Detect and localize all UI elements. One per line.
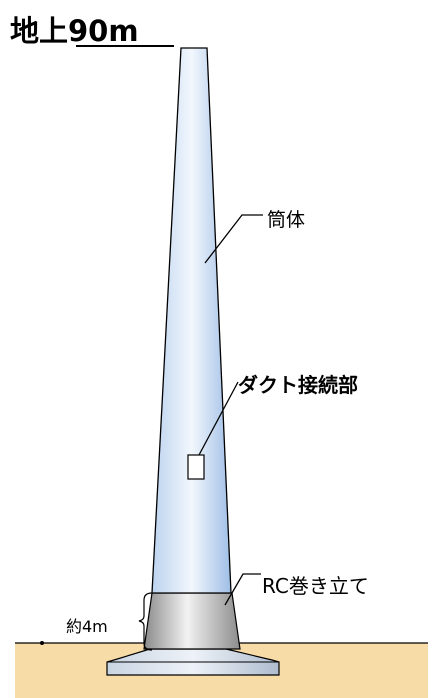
duct-connection-opening <box>187 454 205 480</box>
title-height: 地上90m <box>10 8 174 50</box>
body-leader-line <box>204 214 263 264</box>
label-base-height: 約4m <box>66 617 108 636</box>
duct-leader-line <box>198 381 239 456</box>
label-duct-connection: ダクト接続部 <box>238 373 358 397</box>
chimney-shaft <box>151 47 232 594</box>
label-rc-wrap: RC巻き立て <box>262 574 369 598</box>
title-underline <box>76 45 174 47</box>
height-bracket <box>138 592 153 651</box>
rc-wrap <box>143 592 241 650</box>
rc-leader-line <box>224 573 261 606</box>
title-text: 地上90m <box>10 14 139 48</box>
ground-marker <box>40 641 44 645</box>
label-body: 筒体 <box>267 209 306 231</box>
